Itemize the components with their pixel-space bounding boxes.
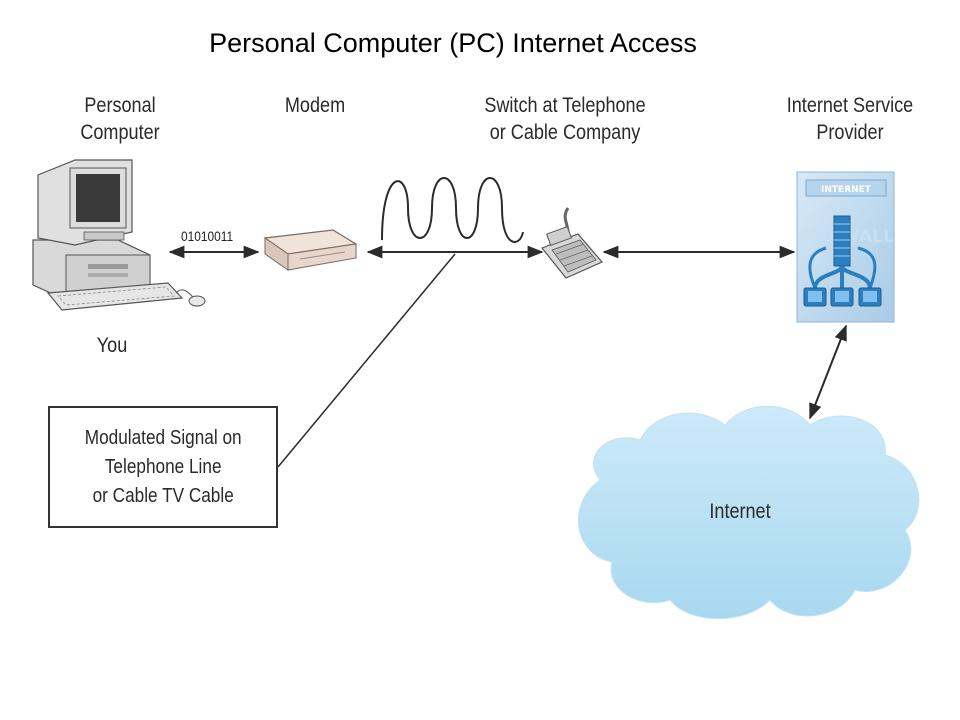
page-title: Personal Computer (PC) Internet Access (209, 28, 697, 58)
isp-label-line2: Provider (816, 121, 884, 144)
switch-label-line1: Switch at Telephone (484, 94, 646, 117)
callout-text: Modulated Signal on Telephone Line or Ca… (85, 424, 242, 511)
isp-label: Internet Service Provider (773, 92, 928, 146)
isp-sign-text: INTERNET (821, 185, 872, 195)
switch-label: Switch at Telephone or Cable Company (470, 92, 659, 146)
switch-connector-icon (541, 207, 603, 279)
internet-label: Internet (709, 500, 771, 523)
computer-icon (32, 159, 206, 311)
modem-label: Modem (268, 92, 363, 119)
binary-signal: 01010011 (181, 228, 234, 244)
pc-label: Personal Computer (68, 92, 171, 146)
modulated-signal-callout: Modulated Signal on Telephone Line or Ca… (48, 406, 278, 528)
you-label: You (84, 332, 139, 359)
callout-pointer (277, 253, 456, 468)
callout-line2: Telephone Line (104, 455, 222, 478)
pc-label-line1: Personal (84, 94, 156, 117)
isp-firewall-icon: INTERNET FIREWALL (796, 171, 895, 323)
callout-line3: or Cable TV Cable (92, 484, 234, 507)
switch-label-line2: or Cable Company (489, 121, 641, 144)
pc-label-line2: Computer (80, 121, 160, 144)
callout-line1: Modulated Signal on (84, 426, 242, 449)
modem-label-line1: Modem (284, 94, 346, 117)
internet-cloud (577, 405, 920, 620)
isp-label-line1: Internet Service (786, 94, 914, 117)
you-label-text: You (96, 334, 128, 357)
isp-internet-link (809, 324, 847, 420)
modulated-wave (381, 177, 524, 243)
modem-icon (263, 229, 358, 271)
